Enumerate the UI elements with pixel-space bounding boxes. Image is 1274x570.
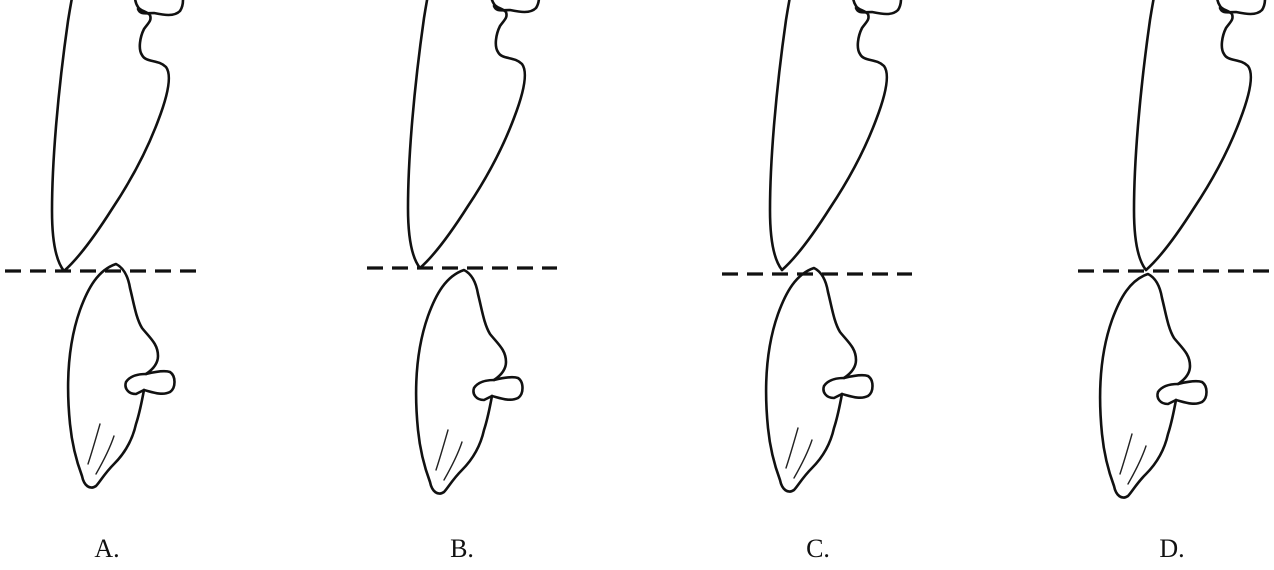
panel-d-lower-bone — [1100, 274, 1206, 498]
panel-c-upper-bone — [770, 0, 901, 270]
panel-b-upper-bone — [408, 0, 539, 268]
panel-b-drawing — [367, 0, 557, 494]
panel-b-lower-bone — [416, 270, 522, 494]
panel-label-b: B. — [450, 536, 474, 562]
panel-label-a: A. — [94, 536, 119, 562]
panel-a-upper-bone — [52, 0, 183, 271]
panel-label-c: C. — [806, 536, 830, 562]
panel-label-d: D. — [1159, 536, 1184, 562]
panel-c-lower-bone — [766, 268, 872, 492]
panel-c-drawing — [722, 0, 912, 492]
panel-a-lower-bone — [68, 264, 174, 488]
panel-d-drawing — [1078, 0, 1272, 498]
panel-d-upper-bone — [1134, 0, 1265, 270]
panel-a-drawing — [5, 0, 205, 488]
